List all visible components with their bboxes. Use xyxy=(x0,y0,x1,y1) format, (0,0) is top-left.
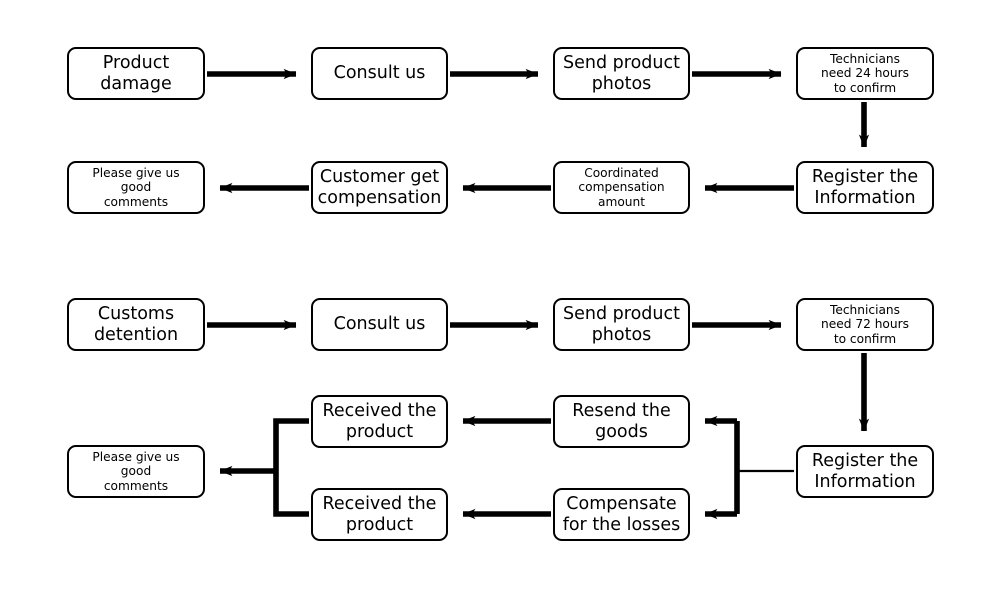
connector-merge-bar-left xyxy=(273,418,309,517)
node-register-information-1[interactable]: Register the Information xyxy=(796,161,934,214)
node-register-information-2[interactable]: Register the Information xyxy=(796,445,934,498)
node-customer-get-compensation[interactable]: Customer get compensation xyxy=(311,161,448,214)
node-consult-us-1[interactable]: Consult us xyxy=(311,47,448,100)
node-received-the-product-top[interactable]: Received the product xyxy=(311,395,448,448)
node-technicians-24h[interactable]: Technicians need 24 hours to confirm xyxy=(796,47,934,100)
node-good-comments-2[interactable]: Please give us good comments xyxy=(67,445,205,498)
node-compensate-for-the-losses[interactable]: Compensate for the losses xyxy=(553,488,690,541)
node-consult-us-2[interactable]: Consult us xyxy=(311,298,448,351)
node-customs-detention[interactable]: Customs detention xyxy=(67,298,205,351)
node-resend-the-goods[interactable]: Resend the goods xyxy=(553,395,690,448)
node-received-the-product-bottom[interactable]: Received the product xyxy=(311,488,448,541)
node-coordinated-compensation[interactable]: Coordinated compensation amount xyxy=(553,161,690,214)
node-technicians-72h[interactable]: Technicians need 72 hours to confirm xyxy=(796,298,934,351)
node-good-comments-1[interactable]: Please give us good comments xyxy=(67,161,205,214)
node-send-product-photos-1[interactable]: Send product photos xyxy=(553,47,690,100)
node-send-product-photos-2[interactable]: Send product photos xyxy=(553,298,690,351)
node-product-damage[interactable]: Product damage xyxy=(67,47,205,100)
